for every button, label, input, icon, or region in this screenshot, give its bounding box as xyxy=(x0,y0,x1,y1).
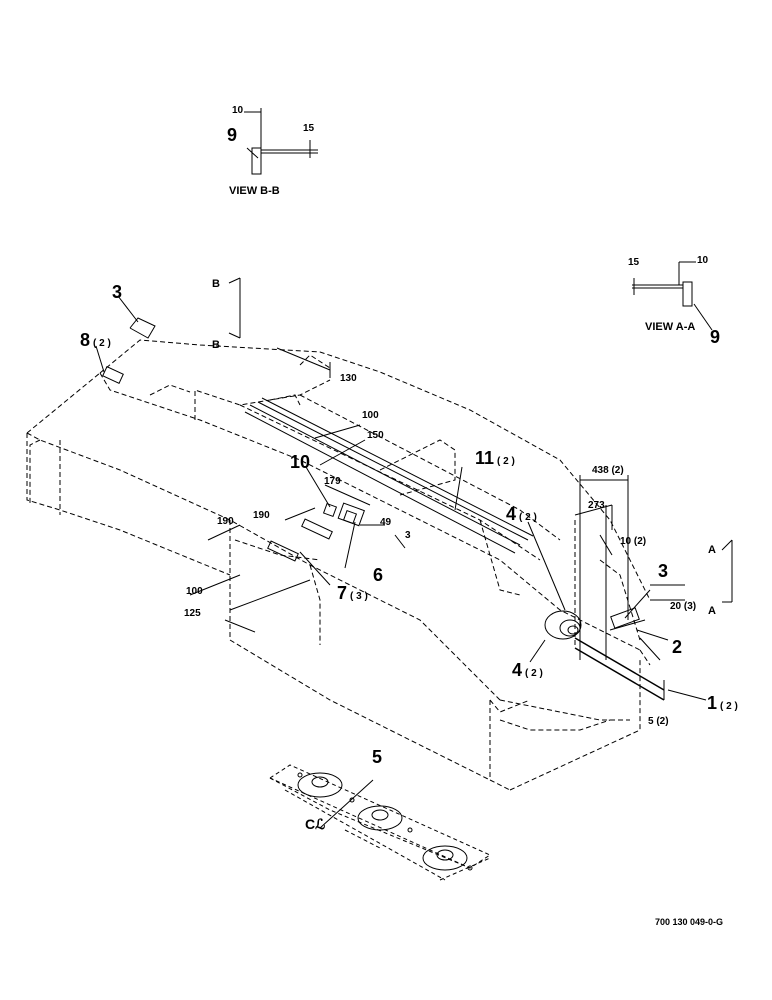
callout-quantity: ( 2 ) xyxy=(93,338,111,349)
dimension-label: 5 (2) xyxy=(648,716,669,727)
callout-number: 6 xyxy=(373,565,384,585)
callout-8: 8( 2 ) xyxy=(80,331,111,350)
callout-quantity: ( 2 ) xyxy=(720,701,738,712)
dimension-label: 273 xyxy=(588,500,605,511)
dimension-label: 438 (2) xyxy=(592,465,624,476)
callout-quantity: ( 2 ) xyxy=(525,668,543,679)
callout-number: 9 xyxy=(227,125,238,145)
dimension-label: 130 xyxy=(340,373,357,384)
hub-4 xyxy=(544,610,582,640)
dimension-label: 179 xyxy=(324,476,341,487)
section-markers xyxy=(228,277,733,603)
callout-quantity: ( 3 ) xyxy=(350,591,368,602)
centerline-mark: Cℒ xyxy=(305,816,326,832)
callout-7: 7( 3 ) xyxy=(337,584,368,603)
view-title: VIEW B-B xyxy=(229,185,280,197)
section-mark: B xyxy=(212,278,220,290)
callout-10: 10 xyxy=(290,453,310,472)
dimension-label: 150 xyxy=(367,430,384,441)
dimension-label: 125 xyxy=(184,608,201,619)
decal-8 xyxy=(102,366,124,384)
mower-body-outline xyxy=(26,339,651,791)
dimension-label: 20 (3) xyxy=(670,601,697,612)
callout-4-bottom: 4( 2 ) xyxy=(512,661,543,680)
callout-11: 11( 2 ) xyxy=(475,449,515,468)
callout-6: 6 xyxy=(373,566,383,585)
dimension-label: 15 xyxy=(303,123,315,134)
decal-strips xyxy=(244,397,534,554)
callout-number: 5 xyxy=(372,747,383,767)
reference-lines xyxy=(189,507,665,701)
dimension-label: 3 xyxy=(405,530,411,541)
bracket-3-left xyxy=(129,317,156,339)
callout-number: 4 xyxy=(506,504,517,524)
decal-7 xyxy=(267,518,333,562)
drawing-code: 700 130 049-0-G xyxy=(655,917,724,927)
dimension-label: 190 xyxy=(253,510,270,521)
callout-3-right: 3 xyxy=(658,562,668,581)
dimension-label: 100 xyxy=(186,586,203,597)
cutter-bar xyxy=(269,764,492,881)
dimension-label: 100 xyxy=(362,410,379,421)
dimension-label: 10 xyxy=(232,105,244,116)
callout-number: 3 xyxy=(658,561,669,581)
callout-number: 9 xyxy=(710,327,721,347)
view-aa-detail xyxy=(632,261,713,331)
callout-quantity: ( 2 ) xyxy=(519,512,537,523)
callout-number: 1 xyxy=(707,693,718,713)
dimension-label: 10 (2) xyxy=(620,536,647,547)
callout-number: 3 xyxy=(112,282,123,302)
callout-4-top: 4( 2 ) xyxy=(506,505,537,524)
callout-number: 8 xyxy=(80,330,91,350)
cutter-discs xyxy=(297,772,473,871)
dimension-label: 15 xyxy=(628,257,640,268)
callout-quantity: ( 2 ) xyxy=(497,456,515,467)
callout-number: 4 xyxy=(512,660,523,680)
callout-5: 5 xyxy=(372,748,382,767)
dimension-lines xyxy=(276,347,685,700)
dimension-label: 49 xyxy=(380,517,392,528)
callout-number: 11 xyxy=(475,448,495,468)
section-mark: A xyxy=(708,605,716,617)
callout-number: 7 xyxy=(337,583,348,603)
dimension-label: 10 xyxy=(697,255,709,266)
callout-leaders xyxy=(95,295,707,829)
view-title: VIEW A-A xyxy=(645,321,696,333)
dimension-label: 190 xyxy=(217,516,234,527)
callout-1: 1( 2 ) xyxy=(707,694,738,713)
callout-2: 2 xyxy=(672,638,682,657)
callout-3-left: 3 xyxy=(112,283,122,302)
callout-number: 10 xyxy=(290,452,311,472)
section-mark: A xyxy=(708,544,716,556)
section-mark: B xyxy=(212,339,220,351)
view-bb-detail xyxy=(244,108,318,175)
callout-number: 2 xyxy=(672,637,683,657)
bracket-3-right xyxy=(609,589,669,641)
decal-10 xyxy=(322,502,365,527)
